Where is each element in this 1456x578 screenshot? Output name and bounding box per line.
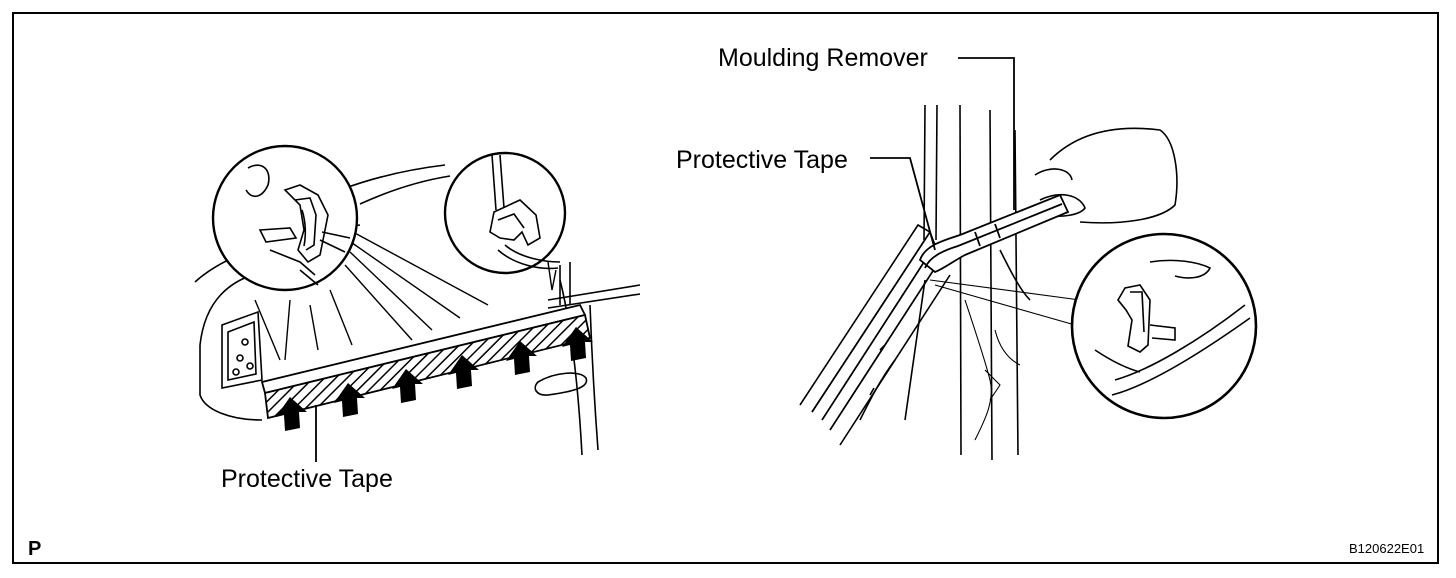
- clip-detail-drawing: [245, 164, 351, 286]
- push-arrow-1: [276, 397, 307, 431]
- callout-rays: [254, 224, 489, 361]
- leader-moulding-remover: [958, 57, 1015, 210]
- hand: [999, 127, 1178, 301]
- label-moulding-remover: Moulding Remover: [718, 44, 928, 72]
- corner-mark: P: [28, 538, 42, 560]
- moulding-remover-tool: [918, 193, 1070, 274]
- push-arrow-5: [506, 341, 537, 375]
- clip-detail-small-bubble: [443, 151, 567, 275]
- figure-code: B120622E01: [1349, 541, 1425, 556]
- moulding-strip: [260, 303, 592, 420]
- left-illustration: [194, 144, 641, 462]
- clip-detail-right-drawing: [1094, 259, 1251, 396]
- door-pillar: [904, 104, 1019, 461]
- right-illustration: [799, 57, 1258, 461]
- small-bubble-pointer: [547, 261, 557, 291]
- push-arrow-2: [334, 383, 365, 417]
- interior-detail: [929, 279, 1081, 441]
- push-arrow-3: [392, 369, 423, 403]
- figure-frame: [12, 12, 1439, 564]
- door-handle: [534, 372, 588, 396]
- rear-light: [221, 310, 263, 389]
- leader-protective-tape-right: [870, 157, 936, 251]
- push-arrow-4: [448, 355, 479, 389]
- clip-detail-small-drawing: [489, 154, 561, 270]
- clip-detail-bubble: [211, 144, 359, 292]
- label-protective-tape-right: Protective Tape: [676, 146, 848, 174]
- label-protective-tape-left: Protective Tape: [221, 465, 393, 493]
- push-arrows: [276, 327, 593, 431]
- push-arrow-6: [562, 327, 593, 361]
